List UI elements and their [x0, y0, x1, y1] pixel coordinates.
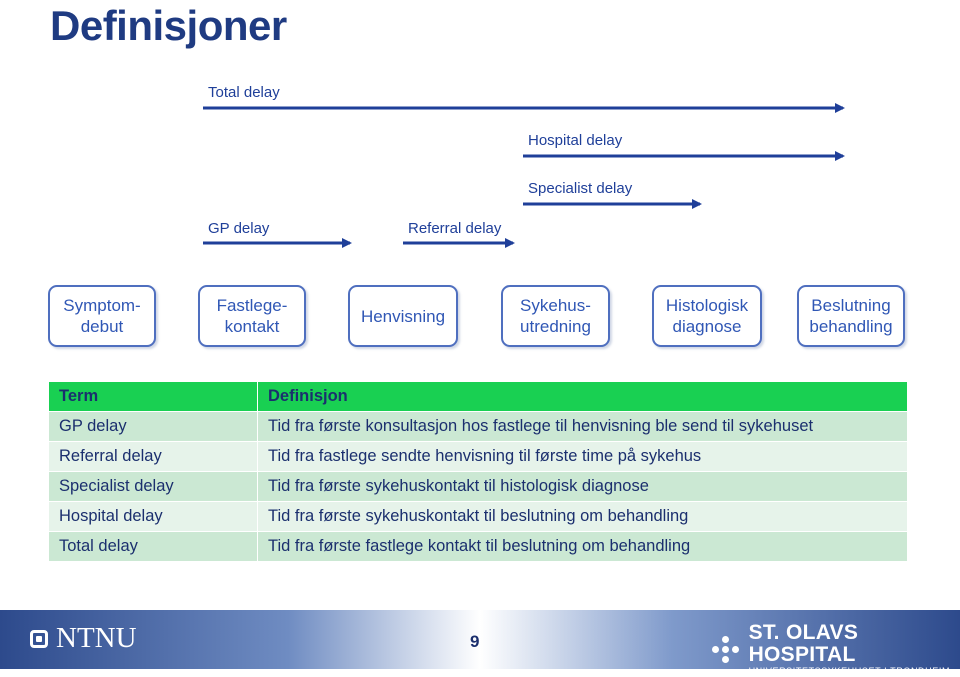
definition-cell: Tid fra første fastlege kontakt til besl… [257, 531, 908, 562]
total-delay-label: Total delay [208, 84, 280, 101]
term-cell: Total delay [48, 531, 258, 562]
specialist-delay-label: Specialist delay [528, 180, 633, 197]
term-cell: Specialist delay [48, 471, 258, 502]
term-cell: Referral delay [48, 441, 258, 472]
definition-cell: Tid fra første konsultasjon hos fastlege… [257, 411, 908, 442]
step-symptomdebut: Symptom- debut [48, 285, 156, 347]
st-olavs-dots-icon [712, 635, 739, 664]
definitions-table: Term Definisjon GP delay Tid fra første … [48, 381, 908, 562]
step-label: Beslutning behandling [809, 296, 893, 336]
step-label: Histologisk diagnose [665, 296, 749, 336]
step-beslutning-behandling: Beslutning behandling [797, 285, 905, 347]
step-henvisning: Henvisning [348, 285, 458, 347]
ntnu-logo-icon [30, 629, 48, 648]
step-label: Symptom- debut [63, 296, 141, 336]
header-term: Term [48, 381, 258, 412]
definition-cell: Tid fra første sykehuskontakt til beslut… [257, 501, 908, 532]
table-row: Specialist delay Tid fra første sykehusk… [48, 471, 908, 502]
table-row: Hospital delay Tid fra første sykehuskon… [48, 501, 908, 532]
term-cell: GP delay [48, 411, 258, 442]
referral-delay-label: Referral delay [408, 220, 502, 237]
step-label: Fastlege- kontakt [216, 296, 288, 336]
table-row: Referral delay Tid fra fastlege sendte h… [48, 441, 908, 472]
page-title: Definisjoner [50, 2, 287, 49]
step-histologisk-diagnose: Histologisk diagnose [652, 285, 762, 347]
table-header-row: Term Definisjon [48, 381, 908, 412]
table-row: Total delay Tid fra første fastlege kont… [48, 531, 908, 562]
definition-cell: Tid fra første sykehuskontakt til histol… [257, 471, 908, 502]
step-label: Henvisning [360, 306, 446, 326]
page-number: 9 [470, 632, 480, 651]
step-label: Sykehus- utredning [520, 296, 591, 336]
header-definisjon: Definisjon [257, 381, 908, 412]
ntnu-logo-text: NTNU [56, 622, 137, 654]
gp-delay-label: GP delay [208, 220, 270, 237]
step-fastlegekontakt: Fastlege- kontakt [198, 285, 306, 347]
delay-arrows [203, 103, 845, 248]
step-sykehusutredning: Sykehus- utredning [501, 285, 610, 347]
definition-cell: Tid fra fastlege sendte henvisning til f… [257, 441, 908, 472]
footer-bar [0, 610, 960, 669]
table-row: GP delay Tid fra første konsultasjon hos… [48, 411, 908, 442]
st-olavs-subtitle: UNIVERSITETSSYKEHUSET I TRONDHEIM [748, 666, 951, 676]
st-olavs-name: ST. OLAVS HOSPITAL [748, 621, 859, 666]
ntnu-logo: NTNU [30, 622, 137, 655]
term-cell: Hospital delay [48, 501, 258, 532]
hospital-delay-label: Hospital delay [528, 132, 623, 149]
